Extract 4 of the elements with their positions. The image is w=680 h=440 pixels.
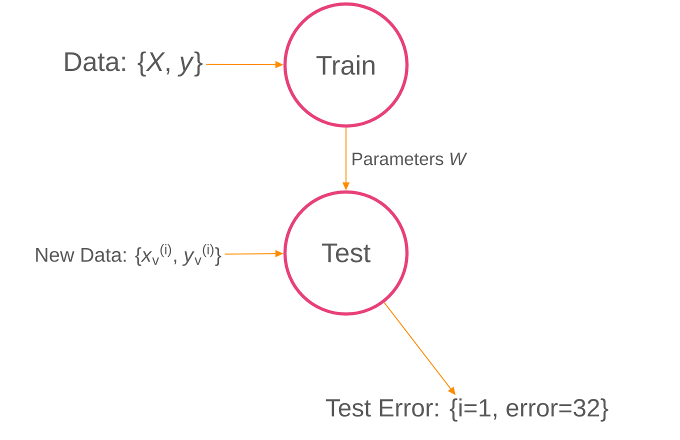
input-label: New Data: {x$_{v}$$^{(i)}$, y$_{v}$$^{(i)}$}: [36, 244, 222, 266]
edge-label: Parameters W: [350, 152, 468, 166]
input-label: Data: {X, y}: [65, 51, 202, 77]
output-label: Test Error: {i=1, error=32}: [326, 398, 608, 422]
